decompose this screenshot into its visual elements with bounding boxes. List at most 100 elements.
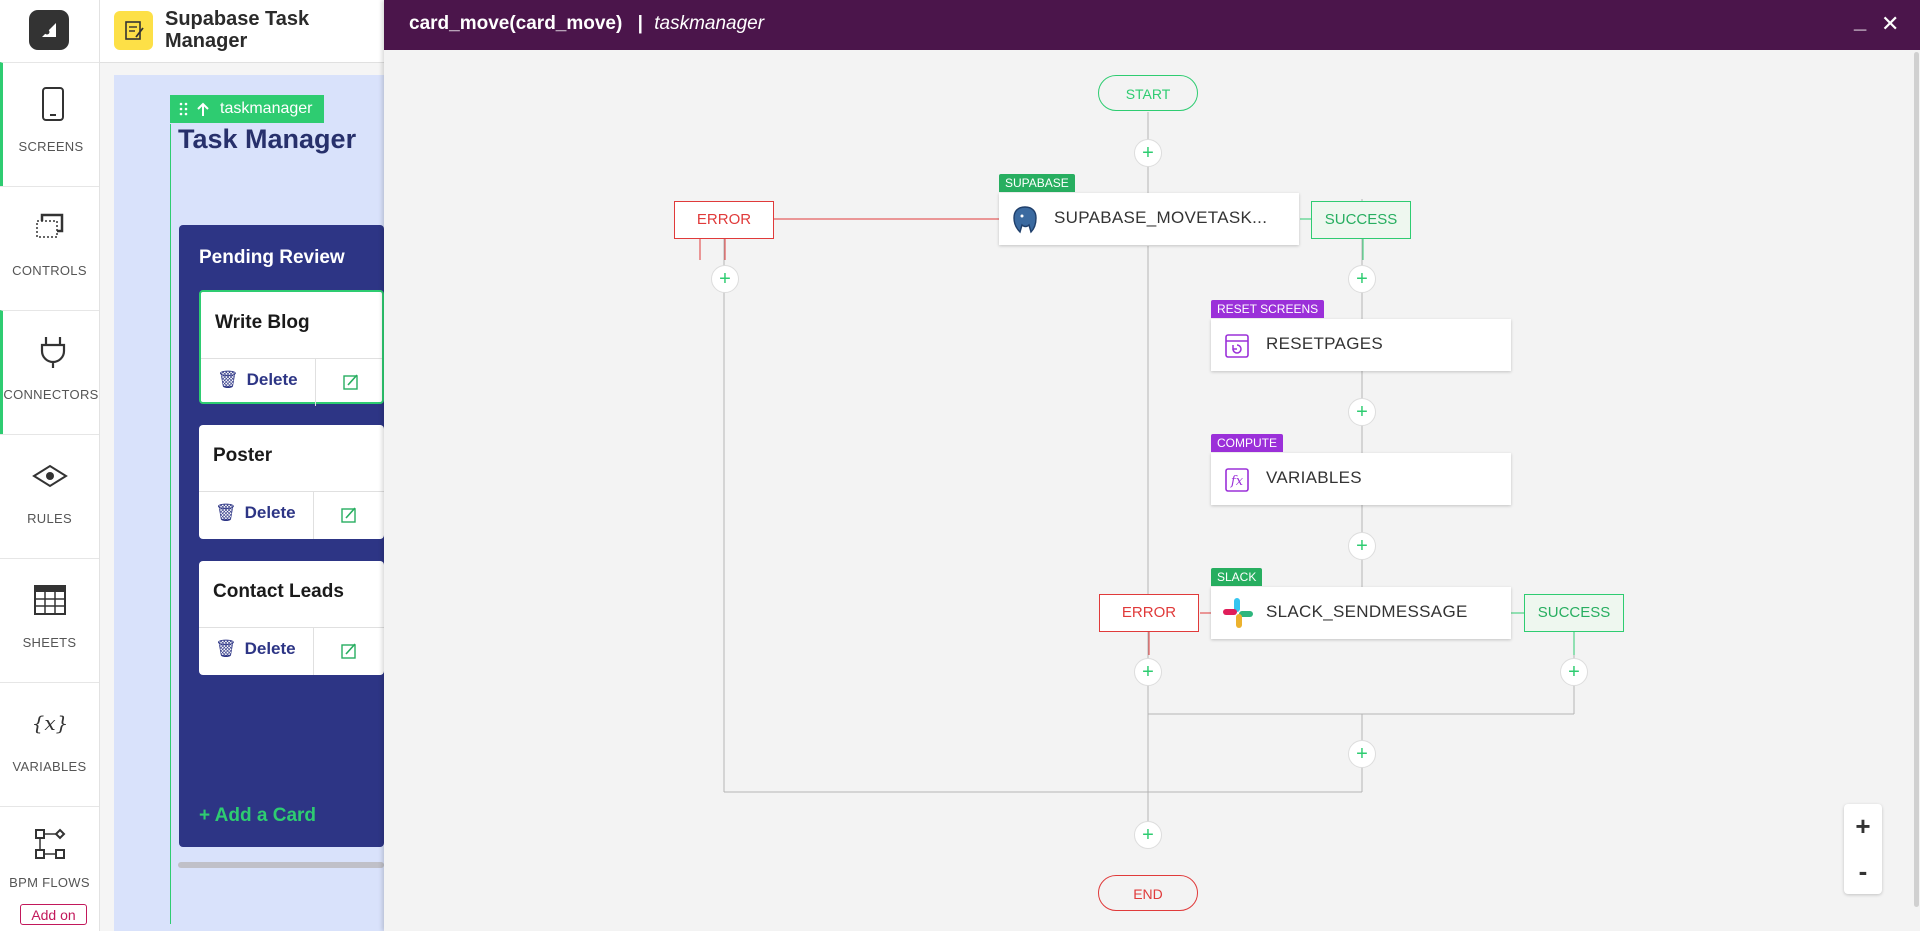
reset-screen-icon <box>1225 334 1249 358</box>
step-label: RESETPAGES <box>1266 334 1383 353</box>
node-tag: SLACK <box>1211 568 1263 586</box>
add-step-button[interactable]: + <box>1134 658 1162 686</box>
start-node[interactable]: START <box>1098 75 1198 111</box>
delete-button[interactable]: 🗑Delete <box>215 503 296 522</box>
divider <box>199 627 384 628</box>
end-node[interactable]: END <box>1098 875 1198 911</box>
nav-controls[interactable]: CONTROLS <box>0 186 99 310</box>
divider <box>201 358 382 359</box>
error-branch[interactable]: ERROR <box>674 201 774 239</box>
edit-icon <box>341 507 356 523</box>
card-title: Write Blog <box>215 312 310 333</box>
slack-step[interactable]: SLACK_SENDMESSAGE <box>1211 587 1511 639</box>
screen-title: Task Manager <box>178 124 357 154</box>
divider <box>199 491 384 492</box>
nav-label: CONNECTORS <box>3 387 99 402</box>
task-card[interactable]: Poster 🗑Delete <box>199 425 384 539</box>
kanban-column: Pending Review Write Blog 🗑Delete Poster… <box>179 225 384 847</box>
nav-connectors[interactable]: CONNECTORS <box>0 310 99 434</box>
add-step-button[interactable]: + <box>1134 821 1162 849</box>
zoom-out-button[interactable]: - <box>1858 856 1868 886</box>
node-tag: RESET SCREENS <box>1211 300 1325 318</box>
title-separator: | <box>637 13 643 34</box>
panel-title: card_move(card_move) | taskmanager <box>409 13 764 35</box>
task-card[interactable]: Contact Leads 🗑Delete <box>199 561 384 675</box>
nav-rules[interactable]: RULES <box>0 434 99 558</box>
trash-icon: 🗑 <box>217 370 239 389</box>
tablet-icon <box>42 87 64 121</box>
variables-step[interactable]: fx VARIABLES <box>1211 453 1511 505</box>
node-tag: COMPUTE <box>1211 434 1283 452</box>
plug-icon <box>40 337 66 368</box>
vertical-scrollbar[interactable] <box>1914 52 1919 907</box>
delete-button[interactable]: 🗑Delete <box>215 639 296 658</box>
eye-icon <box>32 464 68 488</box>
nav-label: BPM FLOWS <box>9 875 90 890</box>
add-step-button[interactable]: + <box>1560 658 1588 686</box>
nav-screens[interactable]: SCREENS <box>0 62 99 186</box>
horizontal-scrollbar[interactable] <box>178 862 384 868</box>
add-step-button[interactable]: + <box>711 265 739 293</box>
edit-button[interactable] <box>313 627 385 675</box>
edit-icon <box>341 643 356 659</box>
edit-button[interactable] <box>313 491 385 539</box>
flow-panel: card_move(card_move) | taskmanager _ ✕ S… <box>384 0 1920 931</box>
flow-screen-name: taskmanager <box>654 13 765 34</box>
plus-icon: + <box>199 805 215 826</box>
table-icon <box>34 585 66 615</box>
screen-badge[interactable]: taskmanager <box>170 95 324 123</box>
panel-header: card_move(card_move) | taskmanager _ ✕ <box>384 0 1920 50</box>
flow-icon <box>35 828 66 859</box>
controls-icon <box>36 213 64 238</box>
function-icon: fx <box>1225 468 1249 492</box>
add-step-button[interactable]: + <box>1134 139 1162 167</box>
selection-frame <box>170 124 171 924</box>
nav-bpm-flows[interactable]: BPM FLOWS Add on <box>0 806 99 931</box>
app-notes-icon <box>114 11 153 50</box>
nav-variables[interactable]: {x} VARIABLES <box>0 682 99 806</box>
delete-button[interactable]: 🗑Delete <box>217 370 298 389</box>
nav-sheets[interactable]: SHEETS <box>0 558 99 682</box>
zoom-in-button[interactable]: + <box>1855 811 1871 841</box>
trash-icon: 🗑 <box>215 639 237 658</box>
card-title: Poster <box>213 445 273 466</box>
left-sidebar: SCREENS CONTROLS CONNECTORS RULES SHEETS… <box>0 0 100 931</box>
nav-label: CONTROLS <box>12 263 87 278</box>
step-label: SLACK_SENDMESSAGE <box>1266 602 1468 621</box>
variable-icon: {x} <box>32 711 69 735</box>
nav-label: VARIABLES <box>12 759 87 774</box>
error-branch[interactable]: ERROR <box>1099 594 1199 632</box>
nav-label: SHEETS <box>22 635 77 650</box>
minimize-button[interactable]: _ <box>1854 8 1867 33</box>
zoom-controls: + - <box>1844 804 1882 894</box>
drag-arrow-up-icon <box>179 102 209 116</box>
column-title: Pending Review <box>199 247 345 268</box>
app-header: Supabase Task Manager <box>100 0 384 63</box>
close-button[interactable]: ✕ <box>1881 11 1900 36</box>
nav-label: SCREENS <box>18 139 84 154</box>
postgres-icon <box>1013 206 1037 234</box>
task-card[interactable]: Write Blog 🗑Delete <box>199 290 387 406</box>
supabase-step[interactable]: SUPABASE_MOVETASK... <box>999 193 1299 245</box>
card-title: Contact Leads <box>213 581 344 602</box>
add-step-button[interactable]: + <box>1348 265 1376 293</box>
flow-name: card_move(card_move) <box>409 13 623 34</box>
screen-badge-label: taskmanager <box>220 100 313 117</box>
edit-button[interactable] <box>315 358 387 406</box>
app-title: Supabase Task Manager <box>165 8 310 52</box>
step-label: VARIABLES <box>1266 468 1362 487</box>
svg-text:{x}: {x} <box>32 711 69 735</box>
add-step-button[interactable]: + <box>1348 740 1376 768</box>
add-card-button[interactable]: + Add a Card <box>199 805 317 826</box>
trash-icon: 🗑 <box>215 503 237 522</box>
node-tag: SUPABASE <box>999 174 1075 192</box>
addon-badge[interactable]: Add on <box>20 904 87 925</box>
success-branch[interactable]: SUCCESS <box>1311 201 1411 239</box>
add-step-button[interactable]: + <box>1348 532 1376 560</box>
app-logo[interactable] <box>29 10 69 50</box>
add-step-button[interactable]: + <box>1348 398 1376 426</box>
success-branch[interactable]: SUCCESS <box>1524 594 1624 632</box>
resetpages-step[interactable]: RESETPAGES <box>1211 319 1511 371</box>
slack-icon <box>1223 598 1253 628</box>
flow-connectors <box>699 112 1575 825</box>
